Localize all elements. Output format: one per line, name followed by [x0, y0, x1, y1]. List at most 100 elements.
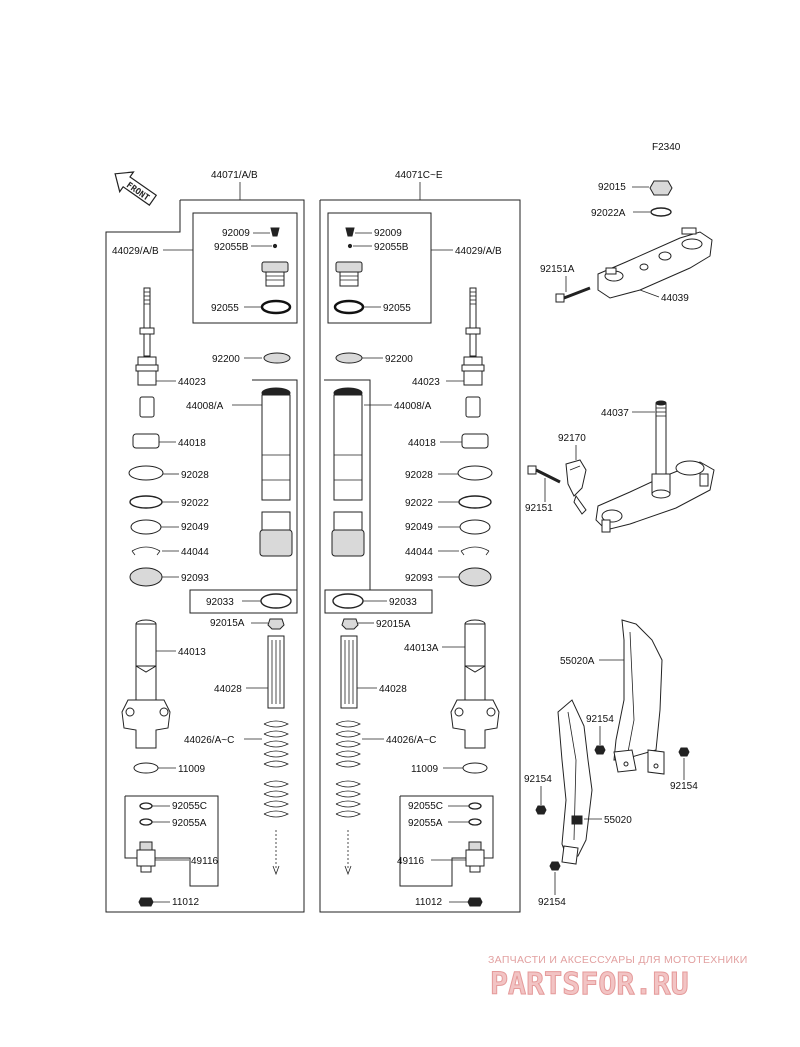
outer-tube-icon: [450, 619, 500, 749]
clip-icon: [460, 546, 490, 556]
screw-icon: [345, 227, 355, 237]
right-group-title: 44071C~E: [395, 170, 443, 181]
label-92154-b: 92154: [670, 781, 698, 792]
spring-guide-icon: [340, 635, 358, 709]
outer-tube-icon: [121, 619, 171, 749]
cylinder-valve-icon: [461, 356, 485, 386]
label-92033: 92033: [206, 597, 234, 608]
inner-tube-icon: [331, 387, 365, 557]
label-92055: 92055: [211, 303, 239, 314]
label-44044-right: 44044: [405, 547, 433, 558]
o-ring-icon: [260, 299, 292, 315]
guard-bolt-icon: [594, 745, 606, 755]
label-11012-right: 11012: [415, 897, 443, 908]
label-44044: 44044: [181, 547, 209, 558]
label-92028: 92028: [181, 470, 209, 481]
fork-guard-right-icon: [557, 699, 593, 865]
label-44008-right: 44008/A: [394, 401, 432, 412]
o-ring-icon: [332, 593, 364, 609]
label-92055B-right: 92055B: [374, 242, 409, 253]
spring-guide-icon: [267, 635, 285, 709]
left-group-title: 44071/A/B: [211, 170, 258, 181]
o-ring-icon: [260, 593, 292, 609]
washer-icon: [467, 897, 483, 907]
base-valve-icon: [136, 841, 156, 873]
right-fork-frame: [319, 199, 521, 913]
label-92009: 92009: [222, 228, 250, 239]
guard-bolt-icon: [549, 861, 561, 871]
label-44023: 44023: [178, 377, 206, 388]
clamp-bolt-lower-icon: [527, 465, 561, 484]
cable-guide-icon: [565, 459, 587, 515]
bushing-icon: [461, 433, 489, 449]
damper-rod-icon: [465, 287, 481, 357]
label-92154-d: 92154: [538, 897, 566, 908]
diagram-code: F2340: [652, 142, 681, 153]
upper-clamp-icon: [597, 227, 713, 299]
label-49116: 49116: [191, 856, 219, 867]
label-92151A: 92151A: [540, 264, 575, 275]
fork-guard-left-icon: [613, 619, 665, 775]
label-92022A: 92022A: [591, 208, 626, 219]
dust-seal-icon: [458, 567, 492, 587]
washer-icon: [138, 897, 154, 907]
o-ring-small-icon: [139, 818, 153, 826]
label-92055B: 92055B: [214, 242, 249, 253]
clip-icon: [131, 546, 161, 556]
label-92170: 92170: [558, 433, 586, 444]
label-92022: 92022: [181, 498, 209, 509]
dust-seal-icon: [129, 567, 163, 587]
cylinder-valve-icon: [135, 356, 159, 386]
nut-icon: [341, 618, 359, 630]
washer-icon: [335, 352, 363, 364]
label-44039: 44039: [661, 293, 689, 304]
label-92154-a: 92154: [586, 714, 614, 725]
o-ring-small-icon: [139, 802, 153, 810]
label-92022-right: 92022: [405, 498, 433, 509]
watermark-brand: PARTSFOR.RU: [490, 967, 689, 1002]
piston-icon: [139, 396, 155, 418]
gasket-icon: [462, 762, 488, 774]
label-55020A: 55020A: [560, 656, 595, 667]
watermark-tagline: ЗАПЧАСТИ И АКСЕССУАРЫ ДЛЯ МОТОТЕХНИКИ: [488, 954, 748, 966]
washer-ring-icon: [129, 495, 163, 509]
label-55020: 55020: [604, 815, 632, 826]
label-49116-right: 49116: [397, 856, 425, 867]
oil-seal-icon: [459, 519, 491, 535]
washer-ring-icon: [458, 495, 492, 509]
spring-icon: [335, 720, 361, 876]
label-44029-right: 44029/A/B: [455, 246, 502, 257]
label-44008: 44008/A: [186, 401, 224, 412]
cap-bolt-icon: [261, 261, 289, 287]
label-92049: 92049: [181, 522, 209, 533]
label-92151: 92151: [525, 503, 553, 514]
label-44018: 44018: [178, 438, 206, 449]
left-valve-box: [124, 795, 219, 887]
label-11012: 11012: [172, 897, 200, 908]
label-44018-right: 44018: [408, 438, 436, 449]
label-92033-right: 92033: [389, 597, 417, 608]
left-tube-box: [189, 379, 298, 614]
guard-bolt-icon: [678, 747, 690, 757]
label-92055A: 92055A: [172, 818, 207, 829]
label-92055A-right: 92055A: [408, 818, 443, 829]
label-44026: 44026/A~C: [184, 735, 234, 746]
right-valve-box: [399, 795, 494, 887]
damper-rod-icon: [139, 287, 155, 357]
screw-icon: [270, 227, 280, 237]
label-44037: 44037: [601, 408, 629, 419]
piston-icon: [465, 396, 481, 418]
label-92028-right: 92028: [405, 470, 433, 481]
label-92049-right: 92049: [405, 522, 433, 533]
front-arrow-icon: FRONT: [114, 171, 158, 206]
right-cap-box: [327, 212, 432, 324]
label-11009-right: 11009: [411, 764, 439, 775]
lower-clamp-stem-icon: [595, 400, 715, 533]
clamp-bolt-icon: [555, 286, 591, 303]
label-92055-right: 92055: [383, 303, 411, 314]
inner-tube-icon: [259, 387, 293, 557]
label-11009: 11009: [178, 764, 206, 775]
washer-icon: [263, 352, 291, 364]
o-ring-icon: [333, 299, 365, 315]
